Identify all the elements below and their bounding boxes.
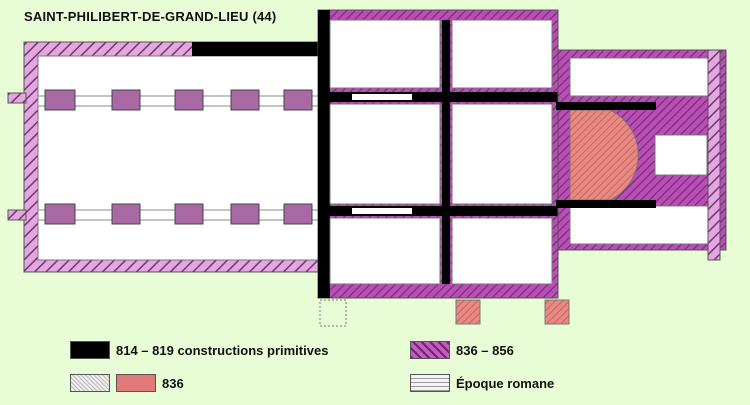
swatch-purple [410, 341, 450, 359]
nave [7, 41, 321, 273]
legend-label: Époque romane [456, 375, 555, 391]
legend-label: 836 [162, 375, 184, 391]
swatch-grey [70, 374, 110, 392]
legend-label: 814 – 819 constructions primitives [116, 342, 329, 358]
swatch-black [70, 341, 110, 359]
buttress [455, 299, 481, 325]
floor-plan [7, 9, 727, 327]
buttress-outline [319, 299, 347, 327]
chevet [556, 49, 727, 261]
buttress [544, 299, 570, 325]
legend-label: 836 – 856 [456, 342, 514, 358]
legend-primitive: 814 – 819 constructions primitives [70, 341, 328, 359]
legend-romane: Époque romane [410, 374, 554, 392]
legend-836: 836 [70, 374, 184, 392]
swatch-roman [410, 374, 450, 392]
swatch-red [116, 374, 156, 392]
legend-836-856: 836 – 856 [410, 341, 514, 359]
transept [317, 9, 568, 299]
plan-title: SAINT-PHILIBERT-DE-GRAND-LIEU (44) [24, 9, 277, 24]
